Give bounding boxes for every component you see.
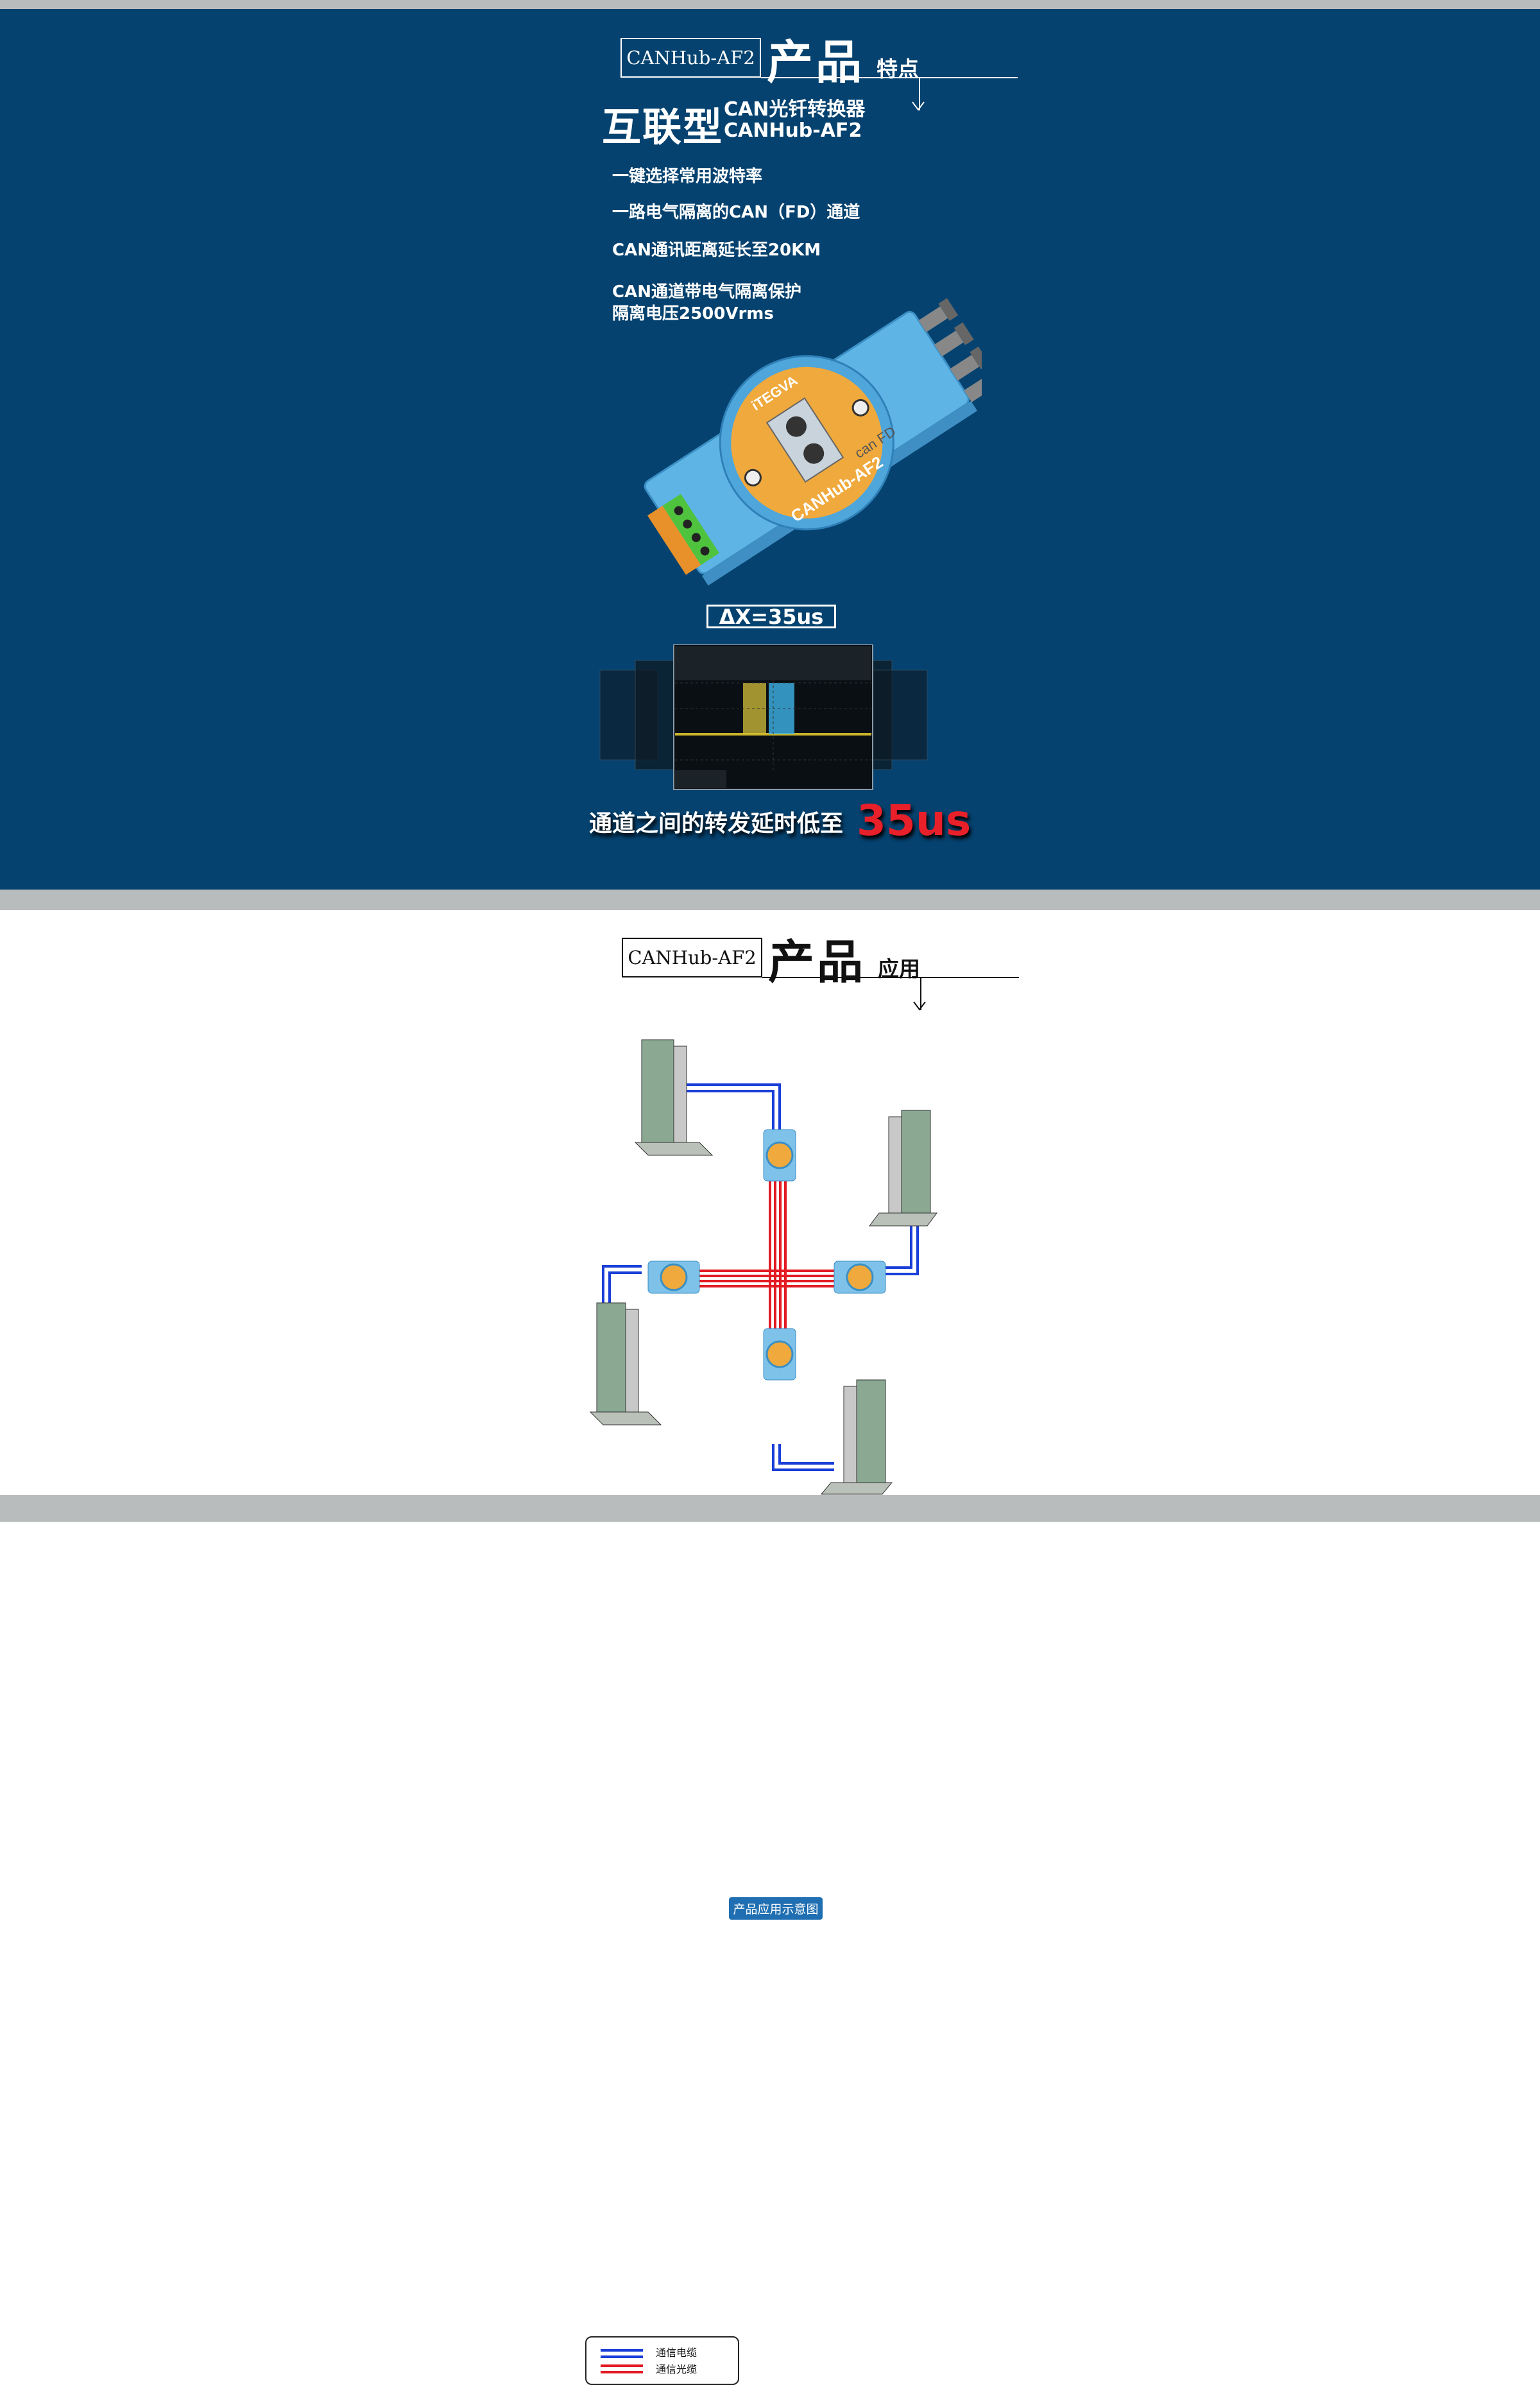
arrow-down-icon [912, 101, 925, 111]
converter-icon [834, 1261, 886, 1294]
product-subtitle: CAN光钎转换器 CANHub-AF2 [724, 99, 865, 141]
building-icon [820, 1379, 893, 1495]
header-down-line [919, 77, 920, 110]
product-title: 互联型 [602, 105, 724, 150]
feature-item: 隔离电压2500Vrms [612, 304, 774, 323]
bottom-divider [0, 1495, 1540, 1522]
feature-item: CAN通讯距离延长至20KM [612, 241, 821, 260]
legend-swatches [601, 2349, 643, 2373]
oscilloscope-screenshot [599, 644, 928, 790]
feature-item: 一键选择常用波特率 [612, 167, 763, 186]
converter-icon [647, 1261, 700, 1294]
header-big-text: 产品 [768, 935, 866, 989]
header-underline [762, 977, 1019, 978]
header-down-line [920, 977, 921, 1010]
header-big-text: 产品 [767, 35, 865, 89]
subtitle-line-2: CANHub-AF2 [724, 119, 862, 142]
delta-label: ΔX=35us [706, 605, 836, 629]
arrow-down-icon [913, 1001, 926, 1011]
building-icon [634, 1039, 714, 1156]
application-panel: CANHub-AF2 产品 应用 产品应用示意图 [0, 910, 1540, 2385]
legend-cable-label: 通信电缆 [656, 2346, 697, 2359]
device-photo: CANHub-AF2 iTEGVA can FD [644, 298, 982, 586]
building-icon [869, 1110, 937, 1227]
building-icon [589, 1302, 662, 1425]
converter-icon [763, 1129, 796, 1182]
application-diagram [589, 1039, 937, 1495]
header-underline [761, 77, 1018, 78]
middle-divider [0, 890, 1540, 910]
converter-icon [763, 1328, 796, 1381]
top-divider [0, 0, 1540, 9]
feature-item: 一路电气隔离的CAN（FD）通道 [612, 203, 860, 222]
delay-text: 通道之间的转发延时低至 [589, 811, 844, 837]
model-box: CANHub-AF2 [622, 938, 762, 977]
feature-item: CAN通道带电气隔离保护 [612, 282, 801, 302]
model-box: CANHub-AF2 [620, 38, 761, 78]
app-diagram-label: 产品应用示意图 [729, 1897, 823, 1920]
delay-value: 35us [857, 796, 971, 845]
features-panel: CANHub-AF2 产品 特点 互联型 CAN光钎转换器 CANHub-AF2… [0, 9, 1540, 890]
subtitle-line-1: CAN光钎转换器 [724, 98, 866, 121]
legend-fiber-label: 通信光缆 [656, 2363, 697, 2375]
legend: 通信电缆 通信光缆 [585, 2336, 739, 2385]
